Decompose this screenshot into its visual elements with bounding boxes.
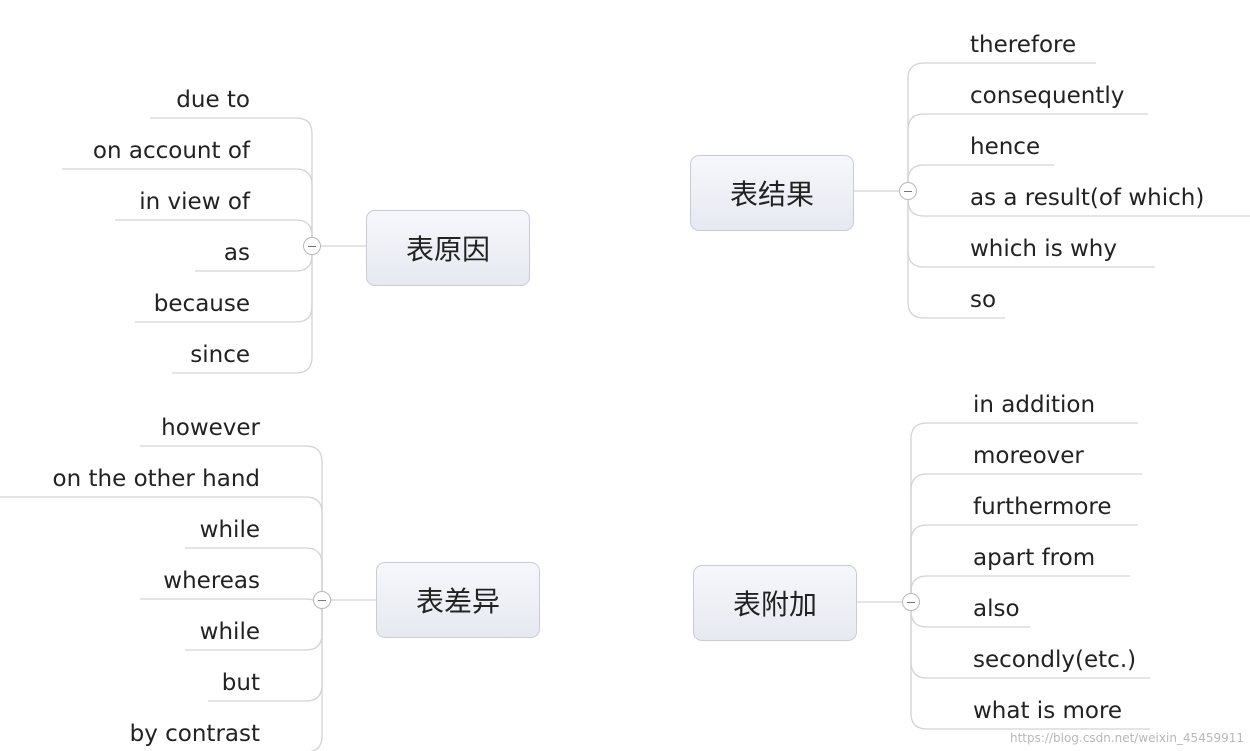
leaf-result[interactable]: consequently: [970, 83, 1125, 109]
leaf-cause[interactable]: because: [153, 291, 250, 317]
connector-cause-1: [62, 168, 313, 246]
connector-addition-0: [910, 422, 1138, 602]
collapse-toggle-addition[interactable]: [902, 593, 920, 611]
leaf-result[interactable]: therefore: [970, 32, 1077, 58]
leaf-addition[interactable]: furthermore: [973, 494, 1112, 520]
collapse-toggle-cause[interactable]: [303, 237, 321, 255]
leaf-cause[interactable]: due to: [176, 87, 250, 113]
watermark: https://blog.csdn.net/weixin_45459911: [1009, 731, 1244, 745]
collapse-toggle-result[interactable]: [899, 182, 917, 200]
leaf-addition[interactable]: apart from: [973, 545, 1096, 571]
connector-contrast-6: [310, 600, 323, 751]
collapse-toggle-contrast[interactable]: [313, 591, 331, 609]
leaf-contrast[interactable]: while: [199, 517, 260, 543]
leaf-contrast[interactable]: however: [161, 415, 260, 441]
leaf-addition[interactable]: secondly(etc.): [973, 647, 1137, 673]
leaf-result[interactable]: hence: [970, 134, 1041, 160]
connector-addition-3: [910, 575, 1130, 602]
topic-addition[interactable]: 表附加: [693, 565, 857, 641]
connector-cause-3: [195, 246, 313, 272]
leaf-addition[interactable]: moreover: [973, 443, 1084, 469]
connector-result-5: [907, 191, 1005, 319]
connector-contrast-3: [140, 598, 323, 616]
leaf-addition[interactable]: what is more: [973, 698, 1123, 724]
connector-result-1: [907, 113, 1148, 191]
connector-contrast-2: [185, 547, 323, 600]
connector-addition-2: [910, 524, 1138, 602]
leaf-addition[interactable]: in addition: [973, 392, 1096, 418]
topic-cause[interactable]: 表原因: [366, 210, 530, 286]
connector-addition-6: [910, 602, 1150, 730]
connector-contrast-0: [140, 445, 323, 600]
leaf-contrast[interactable]: but: [221, 670, 260, 696]
leaf-result[interactable]: which is why: [970, 236, 1117, 262]
connector-result-2: [907, 164, 1054, 191]
leaf-contrast[interactable]: whereas: [163, 568, 260, 594]
leaf-contrast[interactable]: on the other hand: [52, 466, 260, 492]
leaf-cause[interactable]: on account of: [92, 138, 250, 164]
leaf-cause[interactable]: since: [190, 342, 250, 368]
connector-cause-0: [150, 117, 313, 246]
leaf-cause[interactable]: as: [223, 240, 250, 266]
topic-contrast[interactable]: 表差异: [376, 562, 540, 638]
connector-cause-5: [172, 246, 313, 374]
leaf-contrast[interactable]: while: [199, 619, 260, 645]
leaf-contrast[interactable]: by contrast: [129, 721, 260, 747]
connector-addition-1: [910, 473, 1142, 602]
connector-result-0: [907, 62, 1096, 191]
leaf-result[interactable]: as a result(of which): [970, 185, 1205, 211]
connector-cause-2: [115, 219, 313, 246]
leaf-addition[interactable]: also: [973, 596, 1020, 622]
leaf-result[interactable]: so: [970, 287, 997, 313]
leaf-cause[interactable]: in view of: [139, 189, 250, 215]
connector-contrast-1: [0, 496, 323, 600]
topic-result[interactable]: 表结果: [690, 155, 854, 231]
